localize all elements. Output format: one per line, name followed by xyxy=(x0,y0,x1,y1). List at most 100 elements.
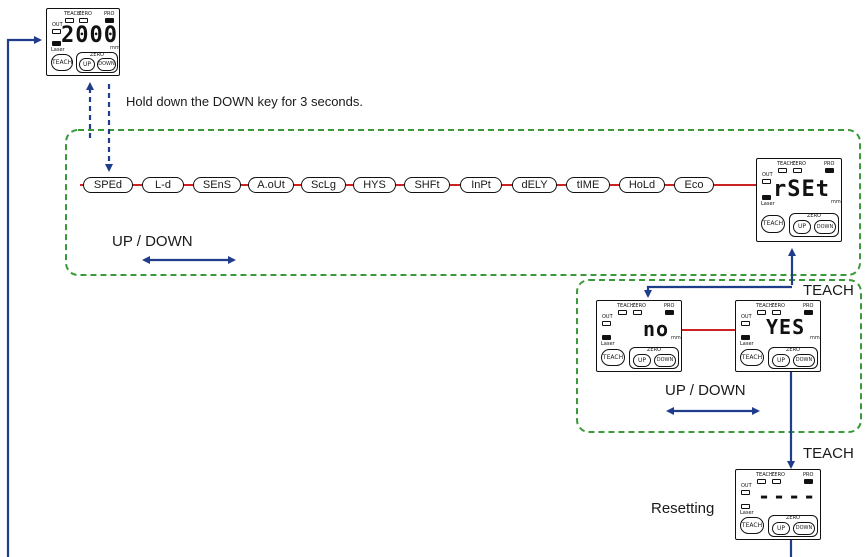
out-indicator xyxy=(762,179,771,184)
menu-item-sens[interactable]: SEnS xyxy=(193,177,241,193)
zero-small-label: ZERO xyxy=(807,213,821,219)
pro-indicator xyxy=(825,168,834,173)
laser-indicator xyxy=(741,335,750,340)
laser-label: Laser xyxy=(740,510,754,516)
out-label: OUT xyxy=(762,172,773,178)
up-button[interactable]: UP xyxy=(633,354,651,367)
laser-label: Laser xyxy=(761,201,775,207)
updown-key-frame xyxy=(789,213,839,237)
teach-indicator-label: TEACH xyxy=(64,11,81,17)
zero-indicator-label: ZERO xyxy=(792,161,806,167)
teach-indicator-label: TEACH xyxy=(756,472,773,478)
teach-label-2: TEACH xyxy=(803,445,854,462)
menu-item-time[interactable]: tIME xyxy=(566,177,610,193)
up-button[interactable]: UP xyxy=(79,58,95,71)
zero-indicator-label: ZERO xyxy=(632,303,646,309)
out-indicator xyxy=(602,321,611,326)
confirm-group-box xyxy=(576,279,862,433)
out-indicator xyxy=(741,321,750,326)
out-indicator xyxy=(741,490,750,495)
down-button[interactable]: DOWN xyxy=(793,522,815,535)
pro-indicator xyxy=(665,310,674,315)
laser-indicator xyxy=(762,195,771,200)
sensor-display-resetting: TEACH ZERO PRO OUT Laser ---- TEACH ZERO… xyxy=(735,469,821,540)
updown-key-frame xyxy=(76,52,118,73)
menu-item-dely[interactable]: dELY xyxy=(512,177,557,193)
updown-key-frame xyxy=(629,347,679,369)
down-button[interactable]: DOWN xyxy=(793,354,815,367)
updown-key-frame xyxy=(768,347,818,369)
up-button[interactable]: UP xyxy=(793,220,811,234)
out-indicator xyxy=(52,29,61,34)
unit-label: mm xyxy=(810,335,820,341)
zero-indicator xyxy=(793,168,802,173)
menu-group-box xyxy=(65,129,861,276)
menu-item-a-out[interactable]: A.oUt xyxy=(248,177,294,193)
menu-item-inpt[interactable]: InPt xyxy=(460,177,502,193)
zero-indicator xyxy=(633,310,642,315)
laser-indicator xyxy=(741,504,750,509)
display-value: YES xyxy=(766,315,806,339)
pro-indicator-label: PRO xyxy=(664,303,675,309)
menu-item-shft[interactable]: SHFt xyxy=(404,177,450,193)
out-label: OUT xyxy=(602,314,613,320)
menu-item-hys[interactable]: HYS xyxy=(353,177,396,193)
pro-indicator xyxy=(804,310,813,315)
zero-small-label: ZERO xyxy=(786,347,800,353)
teach-indicator xyxy=(778,168,787,173)
up-button[interactable]: UP xyxy=(772,522,790,535)
unit-label: mm xyxy=(831,199,841,205)
out-label: OUT xyxy=(741,483,752,489)
pro-indicator xyxy=(105,18,114,23)
zero-indicator-label: ZERO xyxy=(771,472,785,478)
sensor-display-no: TEACH ZERO PRO OUT Laser no mm TEACH ZER… xyxy=(596,300,682,372)
unit-label: mm xyxy=(671,335,681,341)
return-arrow xyxy=(6,36,42,557)
laser-indicator xyxy=(52,41,61,46)
teach-button[interactable]: TEACH xyxy=(740,517,764,534)
zero-indicator-label: ZERO xyxy=(771,303,785,309)
menu-item-l-d[interactable]: L-d xyxy=(142,177,184,193)
sensor-display-reset: TEACH ZERO PRO OUT Laser rSEt mm TEACH Z… xyxy=(756,158,842,242)
teach-button[interactable]: TEACH xyxy=(740,349,764,366)
menu-item-sclg[interactable]: ScLg xyxy=(301,177,346,193)
unit-label: mm xyxy=(110,45,120,51)
teach-indicator-label: TEACH xyxy=(777,161,794,167)
menu-item-hold[interactable]: HoLd xyxy=(619,177,665,193)
display-value: no xyxy=(643,317,670,341)
teach-indicator xyxy=(757,310,766,315)
zero-small-label: ZERO xyxy=(786,515,800,521)
zero-small-label: ZERO xyxy=(647,347,661,353)
menu-updown-label: UP / DOWN xyxy=(112,233,193,250)
laser-label: Laser xyxy=(740,341,754,347)
pro-indicator xyxy=(804,479,813,484)
menu-item-eco[interactable]: Eco xyxy=(674,177,714,193)
teach-button[interactable]: TEACH xyxy=(51,54,73,71)
zero-indicator-label: ZERO xyxy=(78,11,92,17)
display-value: rSEt xyxy=(773,177,830,202)
teach-indicator xyxy=(65,18,74,23)
teach-indicator xyxy=(618,310,627,315)
down-button[interactable]: DOWN xyxy=(814,220,836,234)
zero-small-label: ZERO xyxy=(90,52,104,58)
resetting-label: Resetting xyxy=(651,500,715,517)
teach-to-no-arrow xyxy=(644,285,792,298)
menu-item-sped[interactable]: SPEd xyxy=(83,177,133,193)
pro-indicator-label: PRO xyxy=(104,11,115,17)
sensor-display-yes: TEACH ZERO PRO OUT Laser YES mm TEACH ZE… xyxy=(735,300,821,372)
pro-indicator-label: PRO xyxy=(824,161,835,167)
teach-button[interactable]: TEACH xyxy=(601,349,625,366)
pro-indicator-label: PRO xyxy=(803,472,814,478)
down-button[interactable]: DOWN xyxy=(97,58,116,71)
teach-indicator-label: TEACH xyxy=(756,303,773,309)
display-value: ---- xyxy=(758,484,819,508)
down-button[interactable]: DOWN xyxy=(654,354,676,367)
zero-indicator xyxy=(772,310,781,315)
instruction-text: Hold down the DOWN key for 3 seconds. xyxy=(126,94,363,109)
teach-label-1: TEACH xyxy=(803,282,854,299)
teach-indicator xyxy=(757,479,766,484)
teach-button[interactable]: TEACH xyxy=(761,215,785,233)
up-button[interactable]: UP xyxy=(772,354,790,367)
display-value: 2000 xyxy=(61,23,118,48)
zero-indicator xyxy=(772,479,781,484)
